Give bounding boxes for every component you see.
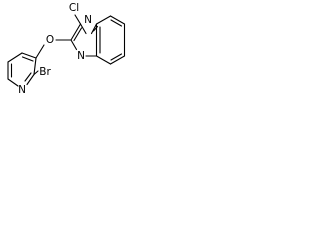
bond-c2p-br: [33, 70, 39, 76]
bond-c6-c5-inner: [110, 53, 123, 61]
bond-c8a-c8: [95, 15, 112, 25]
bond-c3-n4: [70, 39, 78, 51]
chemical-structure-diagram: Cl N N O Br N: [7, 2, 126, 96]
bond-c2-cl: [74, 14, 82, 25]
bond-c4p-c5p: [7, 52, 23, 63]
bond-n1-c2: [79, 23, 87, 35]
bond-c3p-c4p: [21, 52, 37, 59]
bond-c6-c5: [109, 55, 126, 65]
benzene-ring: [95, 15, 126, 65]
pyrazine-ring: [70, 23, 99, 57]
bond-n-c2p: [26, 73, 35, 86]
atom-label-n-top: N: [84, 14, 92, 26]
bond-c5-c4a: [95, 55, 112, 65]
bond-c2-c3: [70, 23, 82, 41]
atom-label-n-pyridine: N: [18, 84, 26, 96]
bond-c2-c3-inner: [73, 27, 83, 42]
atom-label-o: O: [46, 34, 54, 46]
bond-c3p-c2p: [33, 57, 37, 76]
pyridine-ring: [7, 44, 45, 87]
bond-c8-c7: [109, 15, 126, 25]
bond-n-c2p-inner: [24, 72, 32, 82]
bond-o-c3p: [35, 44, 45, 59]
bond-c8-c7-inner: [110, 19, 123, 27]
bond-n1-c8a: [90, 23, 98, 35]
atom-label-n-bottom: N: [77, 50, 85, 62]
atom-label-br: Br: [39, 66, 51, 78]
bond-c3p-c4p-inner: [21, 56, 34, 62]
atom-label-cl: Cl: [69, 2, 79, 14]
bond-c6p-n: [7, 78, 19, 87]
